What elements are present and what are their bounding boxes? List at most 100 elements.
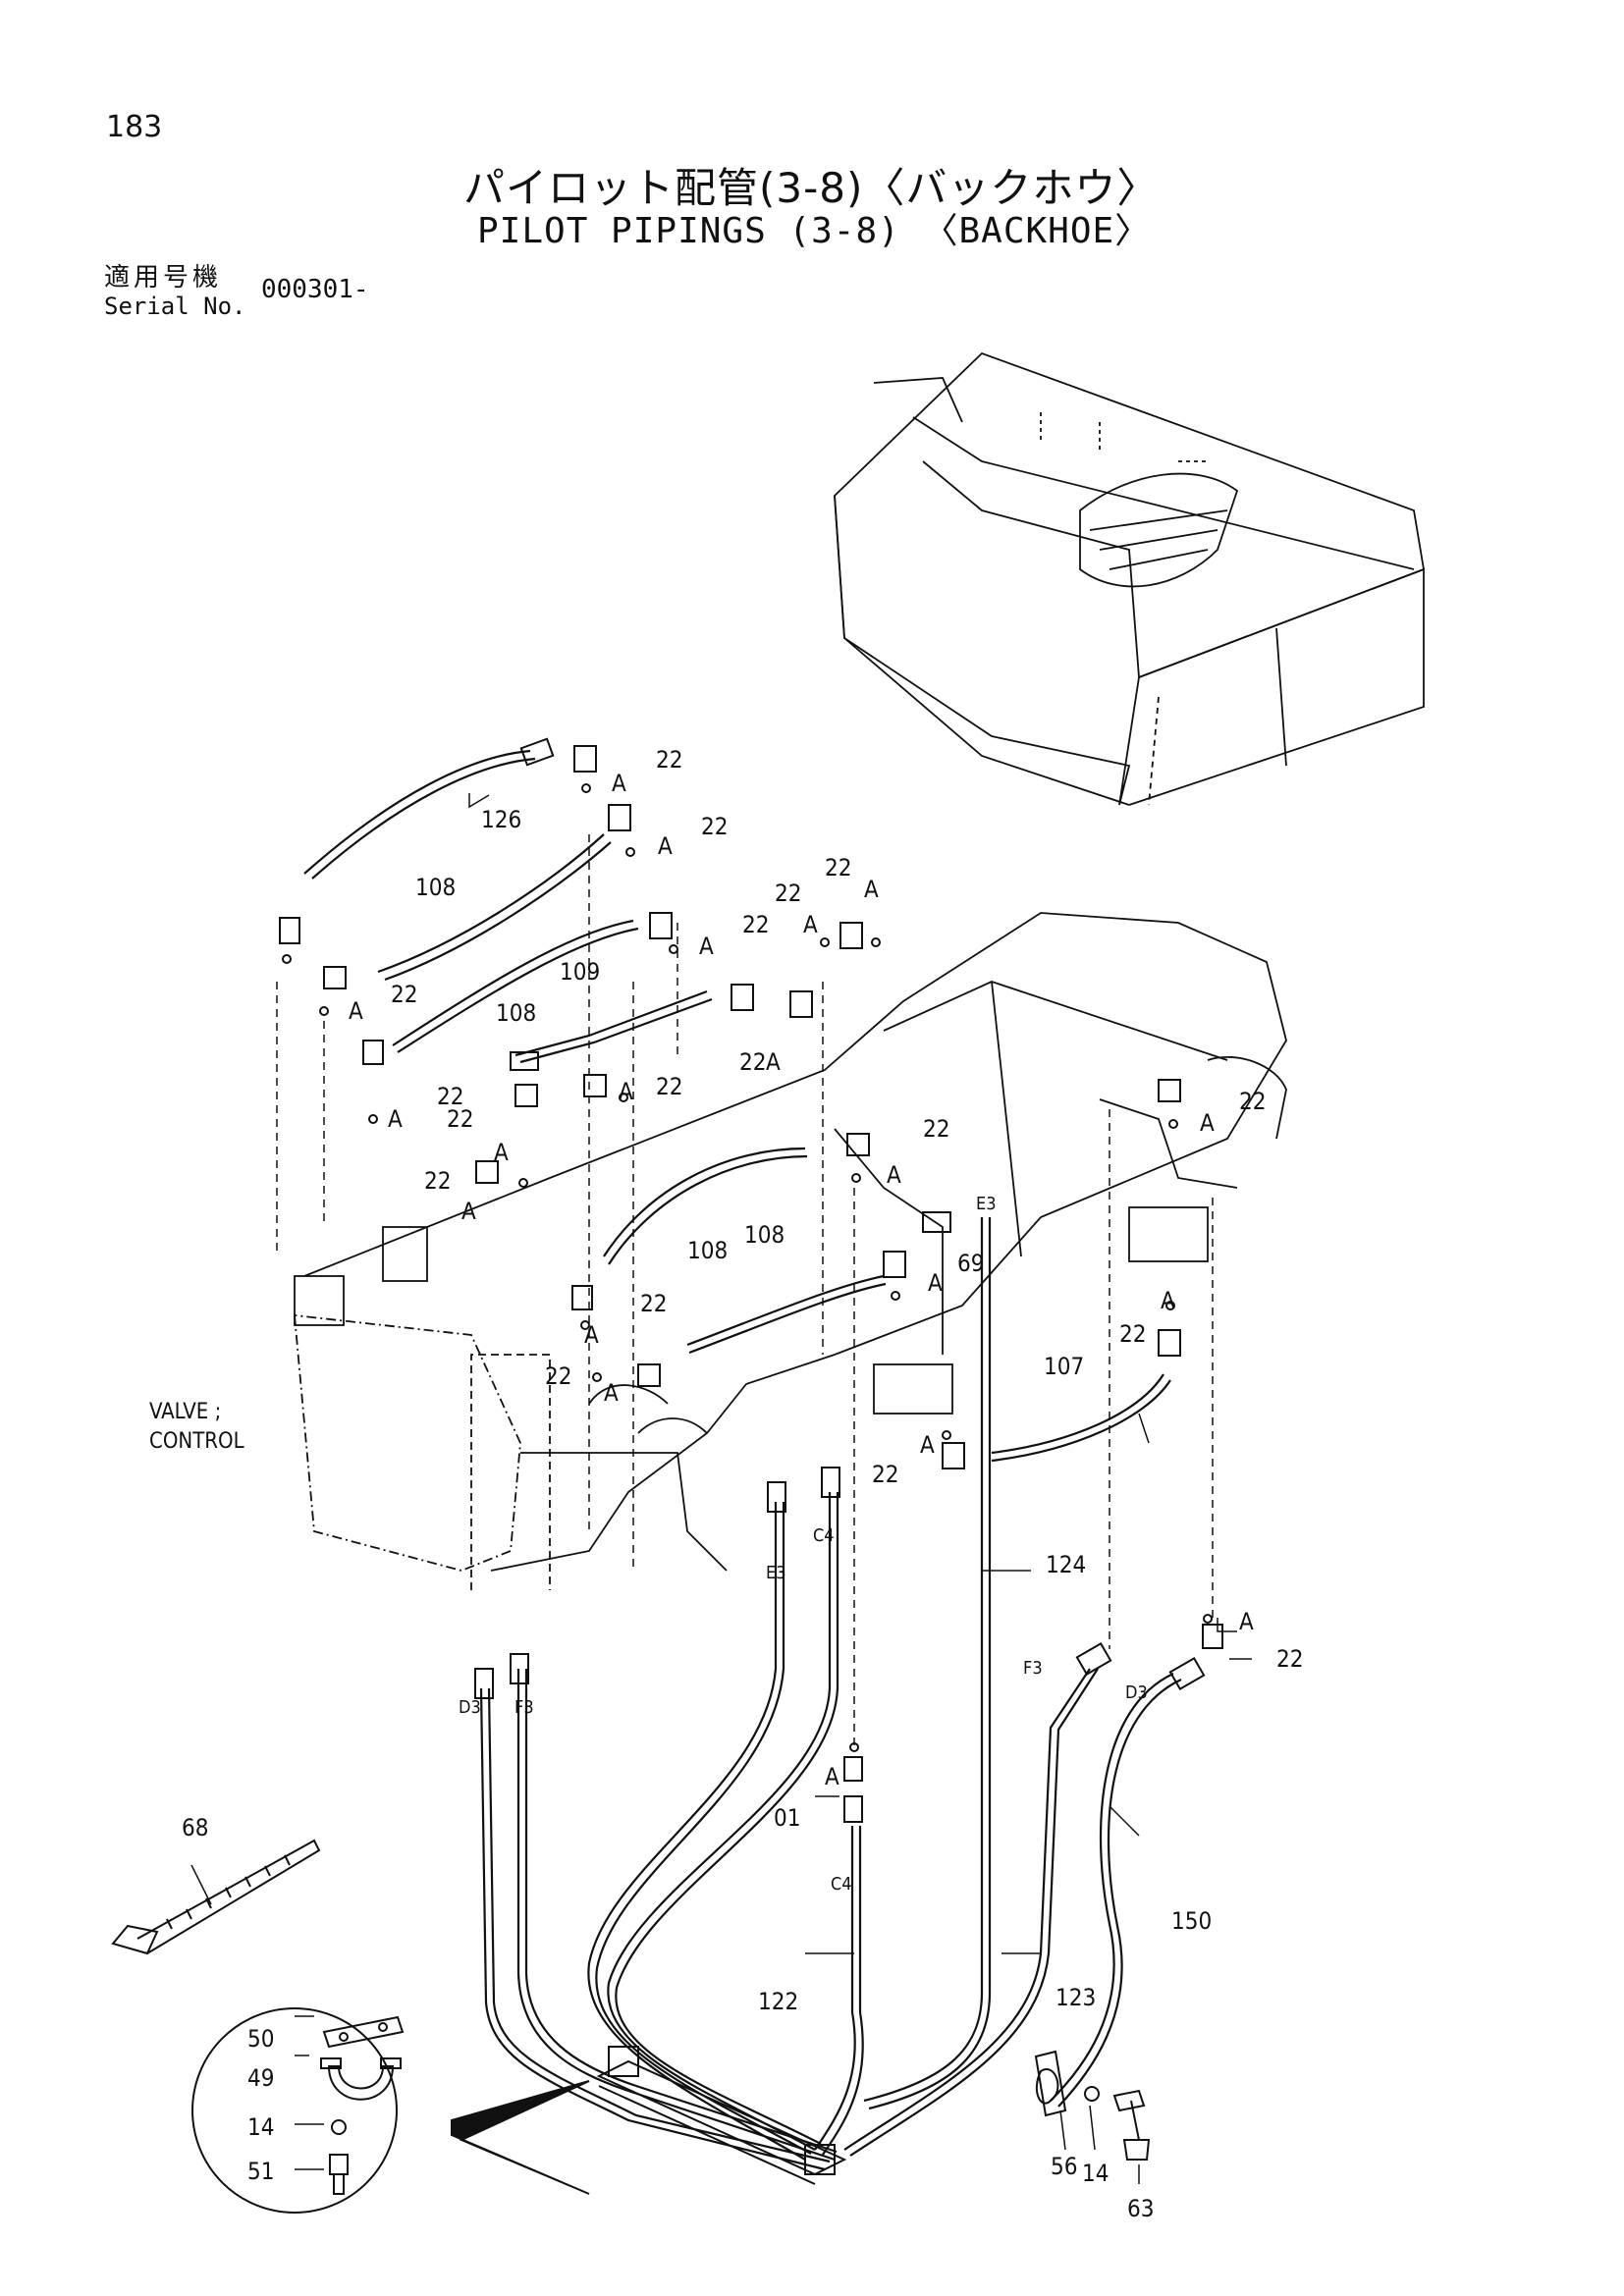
part-126: 126 [481, 806, 521, 833]
part-22-15: 22 [640, 1290, 667, 1317]
detail-ref-A-12: A [887, 1161, 901, 1189]
detail-ref-A-3: A [699, 933, 714, 960]
part-01: 01 [774, 1804, 800, 1832]
valve-label-line1: VALVE ; [149, 1400, 221, 1424]
serial-label-japanese: 適用号機 [104, 263, 223, 293]
hose-123 [843, 1668, 1091, 2151]
detail-ref-A-5: A [388, 1105, 403, 1133]
detail-ref-A-13: A [1200, 1109, 1215, 1137]
detail-ref-A-16: A [604, 1379, 619, 1407]
part-108-b: 108 [496, 999, 536, 1027]
hose-109 [514, 989, 708, 1057]
part-69: 69 [957, 1250, 984, 1277]
part-51: 51 [247, 2158, 274, 2185]
diagram-labels: VALVE ; CONTROL 126 108 108 109 108 108 … [149, 746, 1303, 2222]
part-63: 63 [1127, 2195, 1154, 2222]
clamp-bar [596, 2046, 1151, 2185]
detail-ref-A-4: A [349, 997, 363, 1025]
part-22-13: 22 [1239, 1088, 1266, 1115]
detail-ref-A-10: A [803, 911, 818, 938]
part-22-18: 22 [1276, 1645, 1303, 1673]
hose-108-bottom [686, 1274, 885, 1347]
part-22-4: 22 [391, 981, 417, 1008]
hose-D3-left [479, 1687, 826, 2171]
page-number: 183 [106, 110, 163, 144]
hose-107 [991, 1373, 1164, 1455]
part-22-5: 22 [437, 1083, 463, 1110]
part-123: 123 [1056, 1984, 1096, 2011]
detail-ref-A-14: A [928, 1269, 943, 1297]
part-108-d: 108 [744, 1221, 785, 1249]
detail-ref-A-1: A [612, 770, 626, 797]
part-122: 122 [758, 1988, 798, 2015]
part-22-7: 22 [424, 1167, 451, 1195]
hose-E3 [587, 1502, 806, 2161]
serial-label-english: Serial No. [104, 293, 246, 320]
part-124: 124 [1046, 1551, 1086, 1578]
reference-lines [276, 834, 1214, 1747]
port-D3-left: D3 [459, 1697, 481, 1718]
hose-108-upper [377, 833, 605, 974]
cable-tie-illustration [111, 1839, 321, 1955]
part-22-14: 22 [1119, 1320, 1146, 1348]
part-68: 68 [182, 1814, 208, 1842]
detail-ref-A-7: A [494, 1139, 509, 1166]
part-14-a: 14 [247, 2113, 274, 2141]
part-22-3: 22 [742, 911, 769, 938]
part-109: 109 [560, 958, 600, 986]
detail-ref-A-15: A [584, 1321, 599, 1349]
valve-label-line2: CONTROL [149, 1429, 244, 1454]
detail-ref-A-6: A [619, 1078, 633, 1105]
hoses [303, 749, 1182, 2171]
part-22-8: 22 [656, 1073, 682, 1100]
part-108-a: 108 [415, 874, 456, 901]
part-22-12: 22 [923, 1115, 949, 1143]
detail-ref-A-2: A [658, 832, 673, 860]
port-F3-left: F3 [514, 1697, 534, 1718]
part-22-16: 22 [545, 1362, 571, 1390]
hose-122 [814, 1826, 856, 2151]
part-22-2: 22 [701, 813, 728, 840]
part-22-9: 22 [775, 880, 801, 907]
port-E3-lower: E3 [766, 1563, 786, 1583]
part-22-10: 22 [825, 854, 851, 881]
page-title-japanese: パイロット配管(3-8)〈バックホウ〉 [463, 164, 1160, 212]
port-C4-upper: C4 [813, 1525, 835, 1546]
port-E3-upper: E3 [976, 1194, 997, 1214]
hose-108-middle [392, 919, 634, 1046]
port-C4-lower: C4 [831, 1874, 852, 1895]
part-56: 56 [1051, 2153, 1077, 2180]
detail-ref-A-8: A [461, 1198, 476, 1225]
leader-lines [190, 793, 1252, 2184]
detail-ref-A-18: A [1161, 1287, 1175, 1314]
hose-150 [1050, 1673, 1174, 2102]
machine-body-illustration [834, 351, 1426, 806]
detail-ref-A-19: A [1239, 1608, 1254, 1635]
part-22-1: 22 [656, 746, 682, 774]
hose-F3-left [516, 1669, 836, 2162]
part-22-11: 22 [739, 1048, 766, 1076]
detail-ref-A-17: A [920, 1431, 935, 1459]
detail-ref-A-11: A [864, 876, 879, 903]
part-107: 107 [1044, 1353, 1084, 1380]
part-49: 49 [247, 2064, 274, 2092]
detail-ref-A-20: A [825, 1763, 839, 1790]
fittings [279, 737, 1223, 1823]
hose-C4 [607, 1492, 832, 2151]
part-14-b: 14 [1082, 2160, 1109, 2187]
page-title-english: PILOT PIPINGS (3-8) 〈BACKHOE〉 [477, 211, 1152, 251]
hose-126 [303, 749, 531, 875]
detail-circle [191, 2007, 590, 2214]
part-50: 50 [247, 2025, 274, 2053]
part-22-6: 22 [447, 1105, 473, 1133]
port-D3-right: D3 [1125, 1682, 1148, 1703]
serial-number-value: 000301- [261, 275, 369, 304]
part-22-17: 22 [872, 1461, 898, 1488]
hose-108-lower [603, 1147, 806, 1257]
hose-124 [863, 1217, 984, 2103]
part-108-c: 108 [687, 1237, 728, 1264]
part-150: 150 [1171, 1907, 1212, 1935]
port-F3-right: F3 [1023, 1658, 1043, 1679]
control-valve-illustration [294, 912, 1287, 1590]
